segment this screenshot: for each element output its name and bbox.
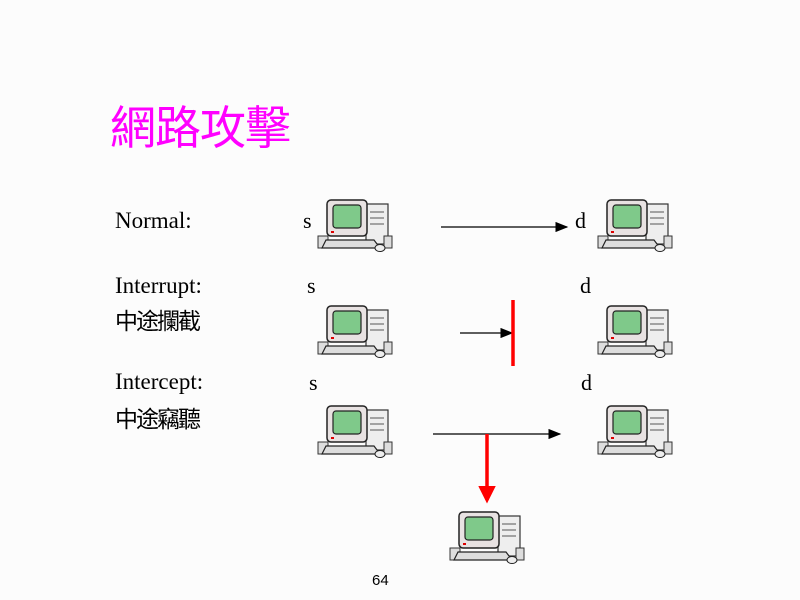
intercept-dest-label: d [581,370,592,395]
interrupt-label: Interrupt: [115,273,202,298]
intercept-sublabel: 中途竊聽 [115,407,201,433]
intercept-label: Intercept: [115,369,204,394]
normal-dest-label: d [575,208,586,233]
dest-computer-icon [597,199,673,253]
interrupt-sublabel: 中途攔截 [115,309,201,335]
source-computer-icon [317,199,393,253]
interrupt-dest-label: d [580,273,591,298]
normal-label: Normal: [115,208,192,233]
dest-computer-icon [597,305,673,359]
source-computer-icon [317,305,393,359]
normal-source-label: s [303,208,312,233]
intercept-source-label: s [309,370,318,395]
source-computer-icon [317,405,393,459]
eavesdropper-computer-icon [449,511,525,565]
slide-title: 網路攻擊 [110,101,291,155]
page-number: 64 [372,572,389,589]
interrupt-source-label: s [307,273,316,298]
dest-computer-icon [597,405,673,459]
